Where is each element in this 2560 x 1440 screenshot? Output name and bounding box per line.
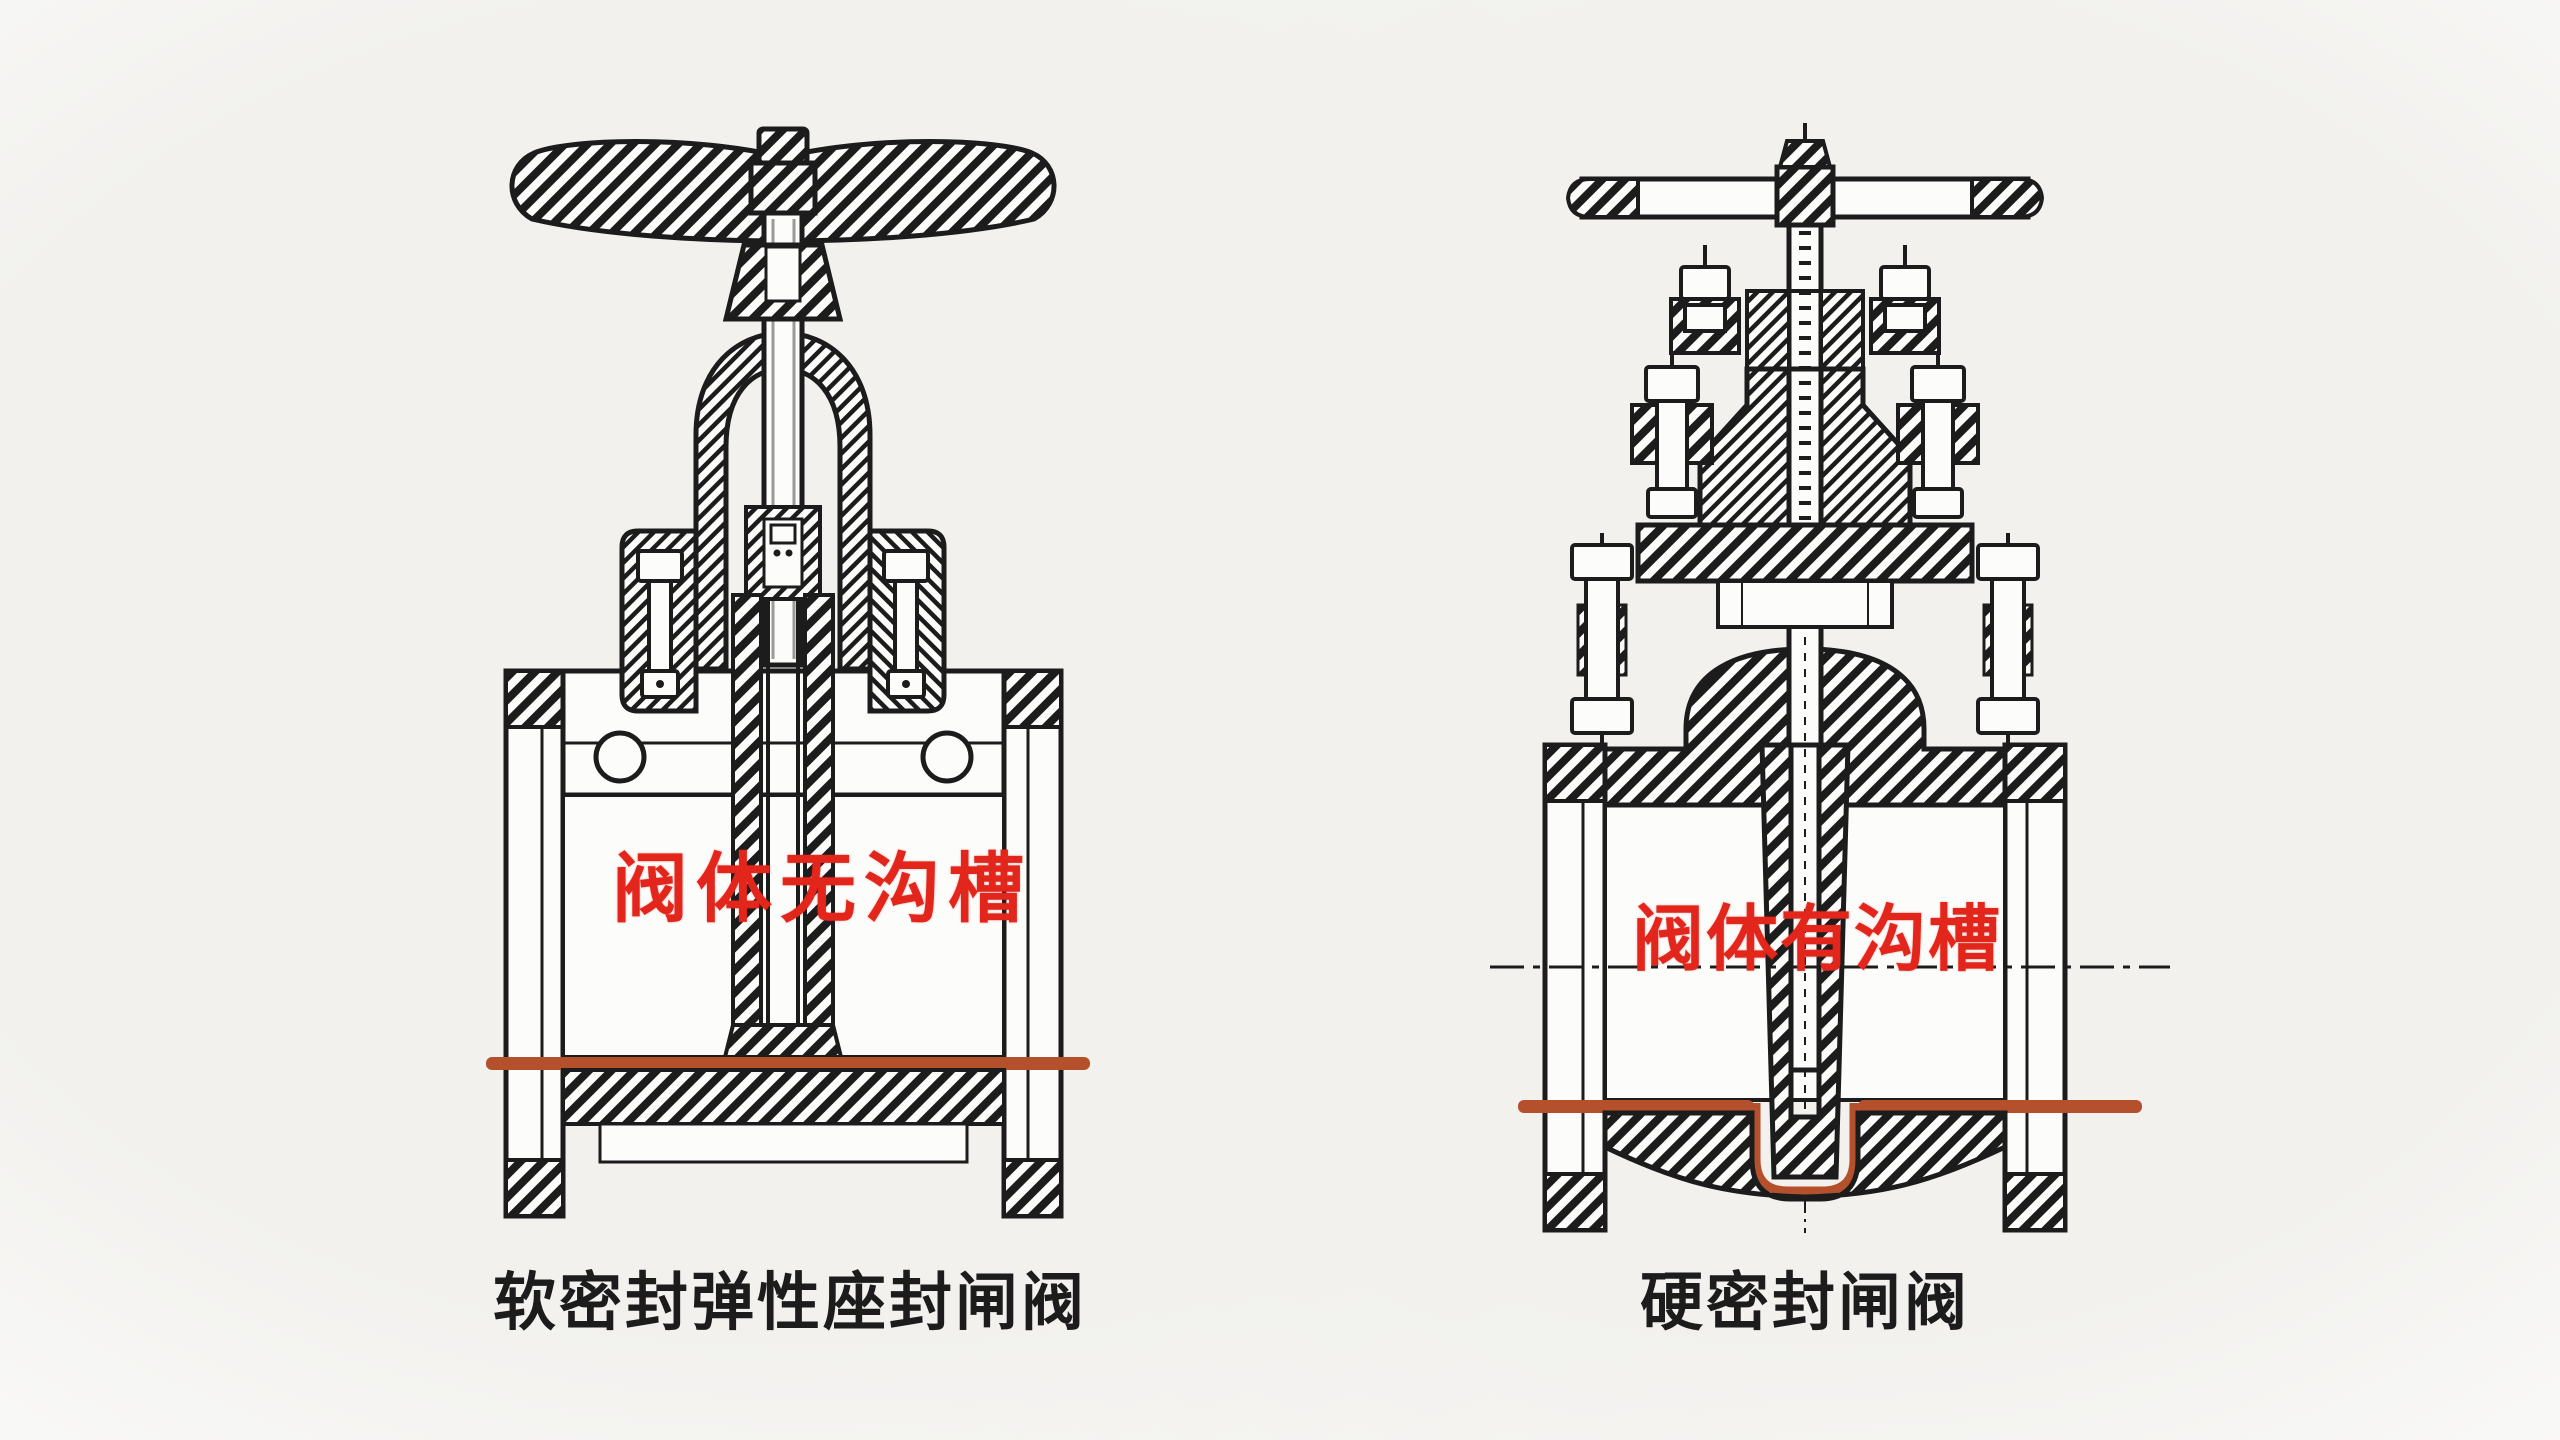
pipe-flange-right (1001, 668, 1064, 1219)
right-annotation-has-groove: 阀体有沟槽 (1632, 900, 2003, 980)
metal-wedge-gate (1759, 742, 1851, 1180)
handwheel (1565, 123, 2045, 228)
body-bottom (1602, 1110, 2008, 1233)
pipe-flange-right (2002, 742, 2068, 1233)
bonnet-bolt-right (867, 528, 947, 714)
bonnet-bolt-left (619, 528, 699, 714)
valve-stem (1786, 222, 1824, 1145)
body-groove (1751, 1103, 1859, 1196)
body-bottom (561, 1068, 1006, 1164)
hard-seat-with-groove (1518, 1100, 2142, 1196)
gland-bolt-left (1669, 245, 1741, 355)
bonnet (693, 330, 873, 672)
stuffing-box-gland (722, 242, 844, 322)
handwheel-hub (1774, 164, 1836, 228)
gland-bolt-right (1869, 245, 1941, 355)
body-bolt-hole-right (920, 730, 974, 784)
handwheel (509, 126, 1057, 244)
soft-seal-gate-valve-drawing (486, 126, 1090, 1219)
handwheel-hub (748, 160, 818, 216)
resilient-seat-line (486, 1057, 1090, 1070)
bonnet-flange (1635, 522, 1975, 584)
left-annotation-no-groove: 阀体无沟槽 (612, 847, 1032, 932)
stem-nut (756, 126, 810, 166)
pipe-flange-left (503, 668, 566, 1219)
right-valve-caption: 硬密封闸阀 (1640, 1268, 1970, 1338)
bonnet-neck (1716, 579, 1894, 629)
rubber-wedge-gate (722, 505, 844, 1059)
pipe-flange-left (1542, 742, 1608, 1233)
left-valve-caption: 软密封弹性座封闸阀 (493, 1268, 1087, 1338)
bonnet-stud-right (1976, 533, 2040, 745)
yoke-bolt-right (1896, 351, 1980, 519)
yoke-bolt-left (1630, 351, 1714, 519)
hard-seal-gate-valve-drawing (1490, 123, 2170, 1233)
bonnet-stud-left (1570, 533, 1634, 745)
body-bolt-hole-left (593, 730, 647, 784)
stem-cap-nut (1777, 139, 1833, 169)
